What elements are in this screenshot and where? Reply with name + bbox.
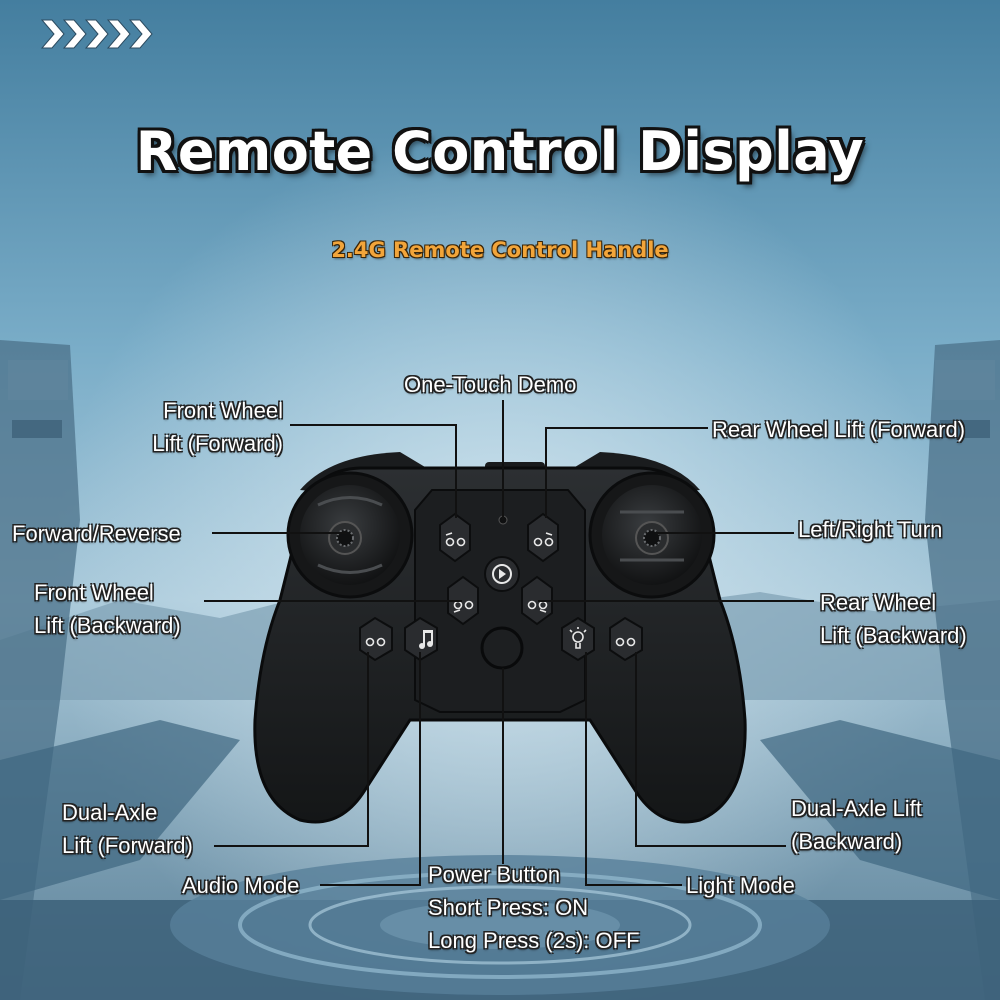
wheel-lift-icon xyxy=(527,600,548,613)
label-line: Lift (Forward) xyxy=(152,431,283,456)
label-dual-axle-lift-forward: Dual-Axle Lift (Forward) xyxy=(62,796,193,862)
right-joystick[interactable] xyxy=(588,471,716,599)
label-line: Front Wheel xyxy=(34,580,154,605)
label-line: Long Press (2s): OFF xyxy=(428,928,640,953)
label-rear-wheel-lift-forward: Rear Wheel Lift (Forward) xyxy=(712,417,966,442)
label-line: Short Press: ON xyxy=(428,895,589,920)
label-power-button: Power Button Short Press: ON Long Press … xyxy=(428,858,640,957)
label-dual-axle-lift-backward: Dual-Axle Lift (Backward) xyxy=(791,792,922,858)
play-icon xyxy=(492,564,512,584)
label-line: Lift (Backward) xyxy=(34,613,181,638)
light-bulb-icon xyxy=(569,627,587,649)
label-line: Power Button xyxy=(428,862,561,887)
label-forward-reverse: Forward/Reverse xyxy=(12,521,181,546)
dual-axle-lift-backward-button[interactable] xyxy=(609,616,643,662)
label-line: Dual-Axle xyxy=(62,800,158,825)
front-wheel-lift-forward-button[interactable] xyxy=(439,512,471,563)
label-line: Front Wheel xyxy=(163,398,283,423)
label-light-mode: Light Mode xyxy=(686,873,795,898)
wheel-lift-icon xyxy=(533,532,554,547)
label-rear-wheel-lift-backward: Rear Wheel Lift (Backward) xyxy=(820,586,967,652)
label-line: (Backward) xyxy=(791,829,903,854)
page-subtitle: 2.4G Remote Control Handle xyxy=(331,238,669,262)
label-line: Lift (Backward) xyxy=(820,623,967,648)
chevron-right-icon xyxy=(40,19,153,49)
audio-mode-button[interactable] xyxy=(404,616,438,662)
page-title: Remote Control Display xyxy=(135,120,865,183)
label-line: Rear Wheel xyxy=(820,590,937,615)
light-mode-button[interactable] xyxy=(561,616,595,662)
label-audio-mode: Audio Mode xyxy=(182,873,300,898)
left-joystick[interactable] xyxy=(286,471,414,599)
one-touch-demo-button[interactable] xyxy=(484,556,520,592)
label-one-touch-demo: One-Touch Demo xyxy=(404,372,577,397)
label-line: Lift (Forward) xyxy=(62,833,193,858)
rear-wheel-lift-forward-button[interactable] xyxy=(527,512,559,563)
wheel-lift-icon xyxy=(445,532,466,547)
label-front-wheel-lift-forward: Front Wheel Lift (Forward) xyxy=(120,394,283,460)
label-line: Dual-Axle Lift xyxy=(791,796,922,821)
power-button[interactable] xyxy=(480,626,524,670)
music-note-icon xyxy=(419,630,433,649)
label-left-right-turn: Left/Right Turn xyxy=(798,517,943,542)
label-front-wheel-lift-backward: Front Wheel Lift (Backward) xyxy=(34,576,181,642)
dual-axle-lift-forward-button[interactable] xyxy=(359,616,393,662)
wheel-lift-icon xyxy=(615,637,636,647)
wheel-lift-icon xyxy=(365,637,386,647)
